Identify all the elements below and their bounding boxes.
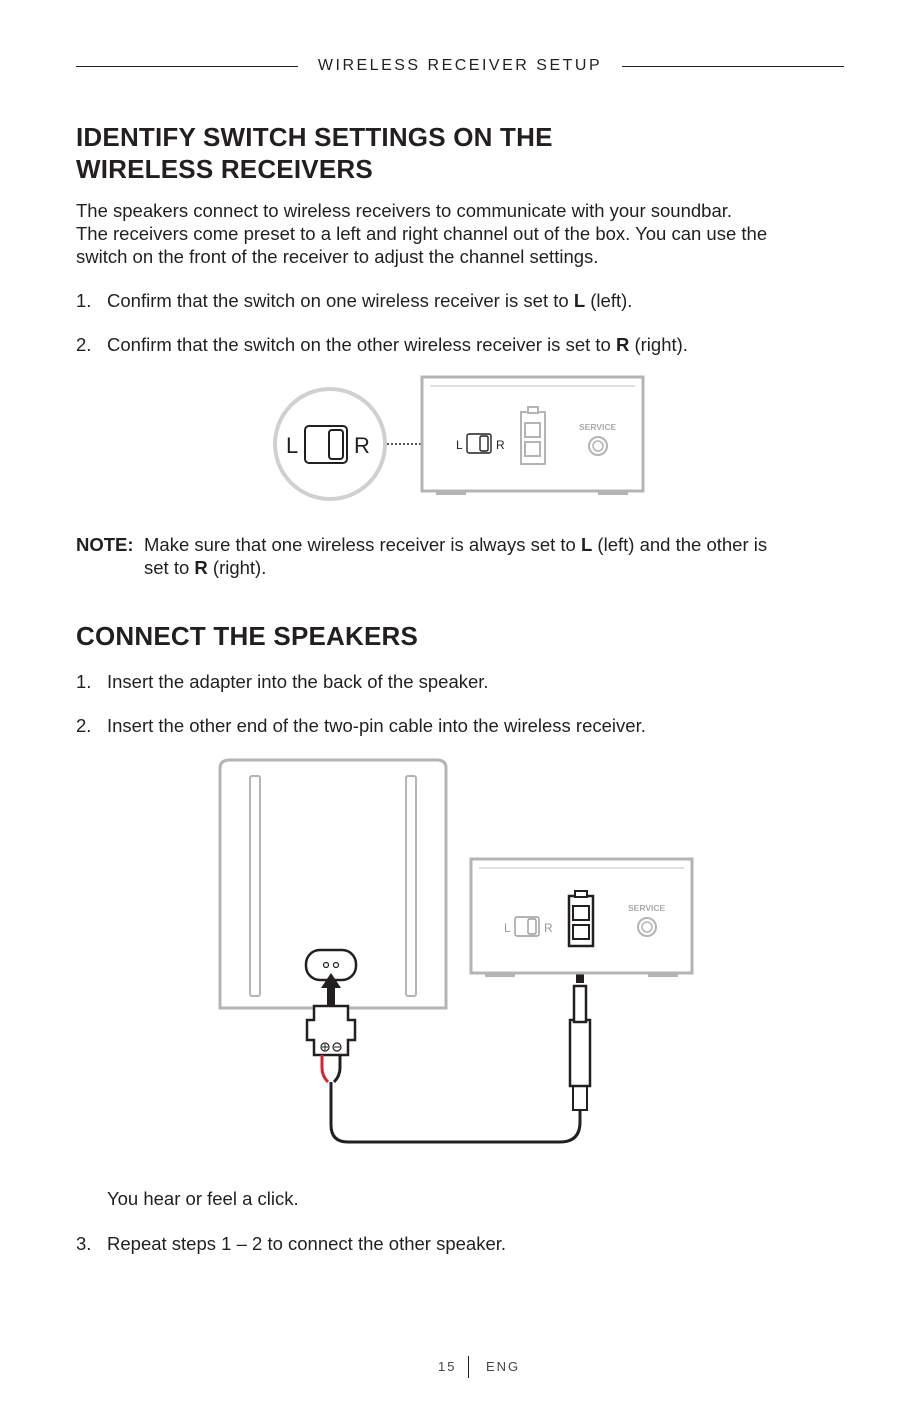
receiver-foot-left [436,491,466,495]
note-text: set to [144,557,195,578]
receiver-foot-right [648,973,678,977]
step-number: 1. [76,671,92,692]
receiver-foot-left [485,973,515,977]
red-wire [320,1055,330,1084]
footer-divider [468,1356,469,1378]
step-text: Insert the adapter into the back of the … [107,671,489,692]
result-text: You hear or feel a click. [107,1188,299,1209]
step-bold: R [615,334,630,355]
section-heading-connect: CONNECT THE SPEAKERS [76,621,419,651]
note-line-1: Make sure that one wireless receiver is … [144,533,767,556]
small-switch-right-label: R [496,438,505,452]
speaker-adapter [305,1004,357,1057]
step-text: Confirm that the switch on one wireless … [107,290,574,311]
step-number: 1. [76,290,92,311]
zoom-switch-right-label: R [354,433,370,458]
step-text: Confirm that the switch on the other wir… [107,334,616,355]
intro-line-1: The speakers connect to wireless receive… [76,200,733,221]
zoom-switch-left-label: L [286,433,298,458]
header-rule-left [76,66,298,67]
step-bold: L [573,290,586,311]
cable-plug-body [568,1018,592,1088]
header-rule-right [622,66,844,67]
receiver-foot-right [598,491,628,495]
two-pin-cable [329,1082,582,1144]
small-switch-left-label: L [456,438,463,452]
note-text: Make sure that one wireless receiver is … [144,534,581,555]
intro-line-3: switch on the front of the receiver to a… [76,246,599,267]
service-label: SERVICE [628,903,665,913]
note-label: NOTE: [76,534,134,555]
page-number: 15 [438,1359,457,1374]
language-label: ENG [486,1359,521,1374]
service-label: SERVICE [579,422,616,432]
header-title: WIRELESS RECEIVER SETUP [309,57,611,74]
zoom-switch-knob [328,429,344,460]
note-bold: R [194,557,208,578]
black-wire [332,1055,342,1084]
intro-line-2: The receivers come preset to a left and … [76,223,768,244]
cable-plug-tip [572,984,588,1024]
step-number: 2. [76,715,92,736]
note-line-2: set to R (right). [144,556,266,579]
page-header: WIRELESS RECEIVER SETUP [0,56,920,76]
speaker-slot-right [405,775,417,997]
small-switch-knob [479,435,489,452]
section-heading-identify-line2: WIRELESS RECEIVERS [76,154,373,184]
note-text-end: (left) and the other is [592,534,768,555]
step-text-end: (left). [585,290,633,311]
section-heading-identify-line1: IDENTIFY SWITCH SETTINGS ON THE [76,122,553,152]
speaker-body [218,758,448,1010]
note-text-end: (right). [207,557,267,578]
step-text-end: (right). [629,334,688,355]
connect-speakers-figure: L R SERVICE [218,758,694,1144]
step-text: Repeat steps 1 – 2 to connect the other … [107,1233,507,1254]
small-switch-right-label: R [544,921,553,935]
switch-settings-figure: L R L R SERVICE [273,375,645,501]
cable-plug-strain-relief [572,1084,588,1111]
speaker-slot-left [249,775,261,997]
step-number: 2. [76,334,92,355]
step-text: Insert the other end of the two-pin cabl… [107,715,646,736]
step-number: 3. [76,1233,92,1254]
note-bold: L [580,534,593,555]
small-switch-knob [527,918,537,935]
small-switch-left-label: L [504,921,511,935]
arrow-up-icon [321,973,341,1008]
